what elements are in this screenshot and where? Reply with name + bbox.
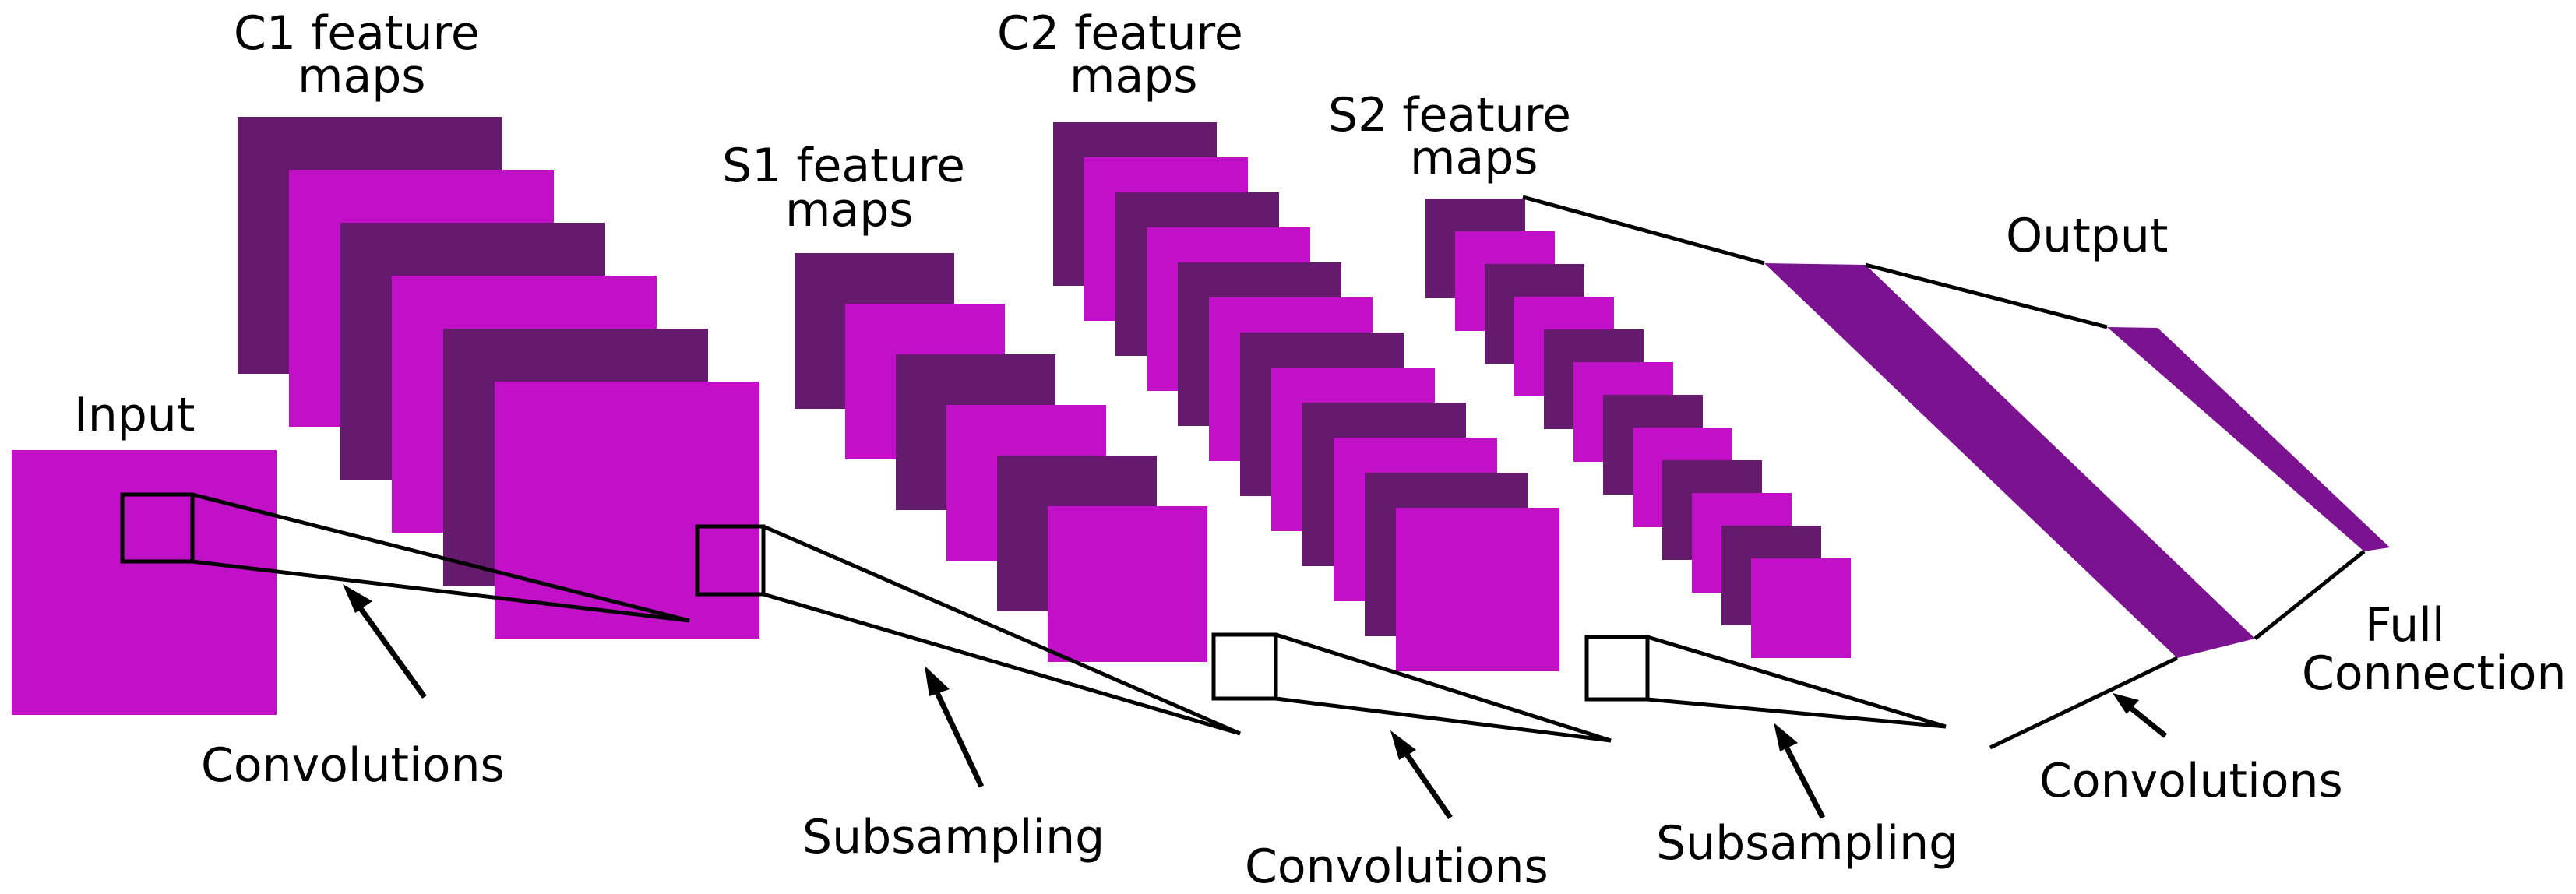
c2-feature-map-stack — [1053, 122, 1559, 671]
projection-line — [1989, 656, 2179, 750]
projection-lines — [192, 195, 2366, 750]
s2-feature-map-stack — [1425, 199, 1851, 658]
s2-label-line2: maps — [1410, 131, 1538, 185]
c1-feature-map-stack — [238, 117, 759, 639]
s1-label-line2: maps — [785, 183, 914, 238]
subsampling-label-2: Subsampling — [1656, 816, 1958, 871]
projection-line — [192, 492, 690, 623]
s1-feature-map — [1048, 506, 1207, 662]
subsampling-arrow-2 — [1774, 723, 1826, 819]
projection-line — [763, 524, 1241, 736]
s1-receptive-field — [1211, 632, 1278, 701]
subsampling-label-1: Subsampling — [802, 810, 1105, 864]
s2-label: S2 feature — [1328, 88, 1571, 143]
arrows — [343, 584, 2168, 819]
labels: Input C1 feature maps S1 feature maps C2… — [74, 6, 2567, 894]
convolutions-label-3: Convolutions — [2039, 754, 2343, 808]
input-map — [12, 450, 277, 715]
c2-label-line2: maps — [1070, 49, 1198, 104]
full-connection-label-line2: Connection — [2302, 646, 2567, 701]
c1-label: C1 feature — [234, 6, 480, 61]
projection-line — [1275, 632, 1612, 743]
s2-feature-map — [1751, 558, 1851, 658]
convolutions-arrow-1 — [343, 584, 427, 699]
c1-feature-map — [495, 382, 759, 639]
convolutions-arrow-3 — [2113, 693, 2168, 738]
convolutions-label-1: Convolutions — [201, 738, 505, 793]
s1-feature-map-stack — [795, 253, 1207, 662]
convolutions-label-2: Convolutions — [1245, 839, 1549, 894]
output-layer — [1764, 263, 2390, 658]
input-label: Input — [74, 388, 195, 442]
s1-label: S1 feature — [722, 139, 965, 193]
c1-label-line2: maps — [298, 49, 426, 104]
c2-feature-map — [1396, 508, 1559, 671]
projection-line — [2254, 550, 2366, 640]
projection-line — [1275, 696, 1612, 743]
convolutions-arrow-2 — [1390, 730, 1453, 819]
fully-connected-ribbon — [1764, 263, 2255, 658]
input-layer — [12, 450, 277, 715]
c2-receptive-field — [1584, 635, 1650, 702]
output-ribbon — [2107, 327, 2390, 551]
c2-label: C2 feature — [997, 6, 1243, 61]
projection-line — [763, 592, 1241, 736]
projection-line — [1522, 195, 1765, 266]
c1-receptive-field — [695, 524, 766, 597]
output-label: Output — [2006, 209, 2168, 263]
subsampling-arrow-1 — [925, 666, 985, 788]
full-connection-label: Full — [2365, 598, 2445, 653]
projection-line — [1647, 697, 1947, 729]
projection-line — [192, 559, 690, 623]
projection-line — [1865, 262, 2108, 329]
input-receptive-field — [120, 492, 195, 564]
projection-line — [1647, 635, 1947, 729]
